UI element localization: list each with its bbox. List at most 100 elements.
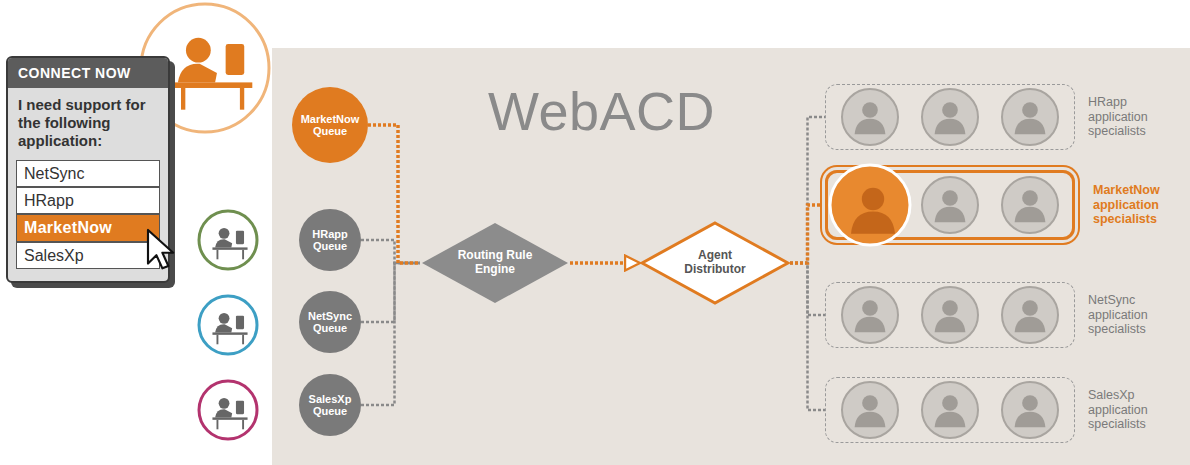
flow-connector (361, 263, 420, 322)
queue-label: SalesXp Queue (304, 393, 356, 417)
agent-head (1022, 190, 1038, 206)
agent-group: MarketNow application specialists (825, 170, 1075, 240)
agent-icon (922, 177, 978, 233)
agent-circle (922, 382, 978, 438)
app-option: MarketNow (16, 214, 160, 241)
monitor (226, 44, 245, 75)
desk (212, 332, 247, 334)
group-label: NetSync application specialists (1088, 293, 1188, 336)
active-agent (830, 165, 910, 245)
option-label: MarketNow (24, 218, 152, 237)
chair (181, 88, 185, 110)
diamond-outline (422, 223, 568, 303)
agent-circle (842, 287, 898, 343)
agent-circle (1002, 177, 1058, 233)
agent-head (1022, 395, 1038, 411)
app-option: HRapp (16, 187, 160, 214)
agent-circle (842, 382, 898, 438)
group-label: MarketNow application specialists (1093, 183, 1190, 226)
diagram-title: WebACD (488, 80, 715, 142)
agent-head (1022, 102, 1038, 118)
flow-connector (570, 261, 640, 265)
user-body (178, 64, 217, 83)
group-label: SalesXp application specialists (1088, 388, 1188, 431)
agent-group: HRapp application specialists (825, 84, 1075, 150)
agent-body (935, 119, 966, 135)
flow-connector (790, 117, 825, 263)
agent-body (855, 317, 886, 333)
step-label: Routing Rule Engine (455, 249, 535, 277)
agent-body (935, 317, 966, 333)
flow-connector (790, 205, 825, 263)
agent-body (1015, 207, 1046, 223)
desk (172, 82, 253, 88)
agent-circle (1002, 89, 1058, 145)
agent-body (935, 412, 966, 428)
step-label: Agent Distributor (675, 249, 755, 277)
user-icon (199, 211, 257, 269)
desk-leg (240, 88, 244, 110)
agent-circle (842, 89, 898, 145)
chair (217, 250, 219, 259)
queue-circle: SalesXp Queue (299, 374, 361, 436)
agent-icon (922, 382, 978, 438)
agent-body (855, 412, 886, 428)
queue-label: NetSync Queue (304, 310, 356, 334)
queue-circle: HRapp Queue (299, 209, 361, 271)
connect-panel: CONNECT NOWI need support for the follow… (6, 56, 170, 283)
agent-icon (1002, 89, 1058, 145)
diamond-outline (642, 223, 788, 303)
queue-label: HRapp Queue (304, 228, 356, 252)
chair (217, 420, 219, 429)
panel-heading: CONNECT NOW (8, 58, 168, 88)
agent-icon (842, 177, 898, 233)
monitor (236, 401, 244, 415)
user-body (215, 239, 232, 247)
agent-body (935, 207, 966, 223)
agent-group: SalesXp application specialists (825, 377, 1075, 443)
agent-circle (922, 177, 978, 233)
agent-head (862, 102, 878, 118)
queue-circle: MarketNow Queue (292, 87, 368, 163)
monitor (236, 231, 244, 245)
agent-circle (830, 165, 910, 245)
desk-leg (242, 335, 244, 344)
queue-label: MarketNow Queue (298, 113, 362, 137)
agent-icon (842, 382, 898, 438)
desk-leg (242, 250, 244, 259)
main-panel-ground (272, 48, 1190, 465)
desk (212, 417, 247, 419)
agent-head (862, 188, 884, 210)
agent-circle (842, 177, 898, 233)
user-head (219, 398, 230, 409)
agent-head (942, 395, 958, 411)
queue-circle: NetSync Queue (299, 291, 361, 353)
user-circle (199, 381, 257, 439)
app-option: NetSync (16, 160, 160, 187)
user-body (215, 409, 232, 417)
user-head (219, 228, 230, 239)
mouse-cursor (148, 230, 173, 268)
agent-body (1015, 119, 1046, 135)
user-icon (199, 381, 257, 439)
panel-prompt: I need support for the following applica… (8, 88, 168, 160)
user-body (215, 324, 232, 332)
agent-body (1015, 317, 1046, 333)
flow-connector (368, 125, 420, 263)
group-label: HRapp application specialists (1088, 95, 1188, 138)
agent-icon (922, 287, 978, 343)
desk (212, 247, 247, 249)
option-label: HRapp (24, 191, 152, 210)
agent-icon (922, 89, 978, 145)
option-label: NetSync (24, 164, 152, 183)
option-label: SalesXp (24, 246, 152, 265)
chair (217, 335, 219, 344)
user-icon (199, 296, 257, 354)
flow-connector (361, 263, 420, 405)
desk-leg (242, 420, 244, 429)
